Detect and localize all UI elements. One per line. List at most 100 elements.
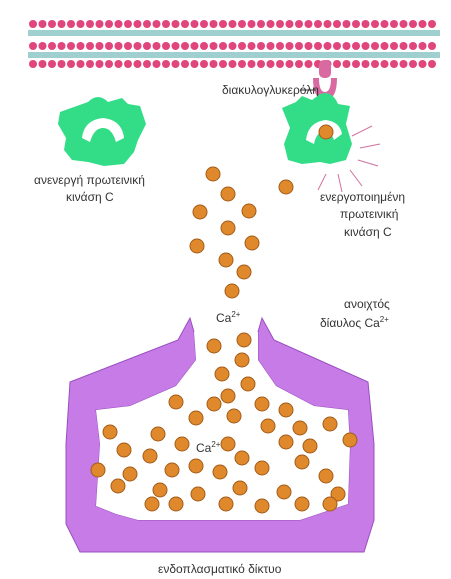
calcium-ion — [213, 465, 227, 479]
calcium-ion — [221, 389, 235, 403]
calcium-ion — [303, 439, 317, 453]
membrane-head — [267, 20, 275, 28]
membrane-head — [210, 20, 218, 28]
membrane-head — [67, 42, 75, 50]
calcium-ion — [117, 443, 131, 457]
membrane-head — [162, 60, 170, 68]
membrane-head — [400, 42, 408, 50]
calcium-ion — [255, 499, 269, 513]
active-pkc-label-line2: πρωτεινική — [340, 207, 398, 221]
calcium-ion — [91, 463, 105, 477]
membrane-head — [153, 60, 161, 68]
membrane-head — [124, 60, 132, 68]
membrane-head — [257, 20, 265, 28]
membrane-head — [219, 42, 227, 50]
membrane-head — [67, 20, 75, 28]
calcium-ion — [295, 455, 309, 469]
membrane-head — [276, 20, 284, 28]
membrane-head — [48, 20, 56, 28]
membrane-head — [324, 20, 332, 28]
membrane-head — [381, 60, 389, 68]
activation-ray — [318, 174, 326, 190]
membrane-head — [181, 20, 189, 28]
membrane-head — [200, 60, 208, 68]
membrane-head — [390, 20, 398, 28]
ca-ion-label-channel: Ca2+ — [216, 310, 241, 325]
calcium-ion — [175, 437, 189, 451]
membrane-head — [58, 20, 66, 28]
membrane-head — [409, 60, 417, 68]
membrane-head — [238, 42, 246, 50]
calcium-ion — [215, 367, 229, 381]
membrane-head — [400, 20, 408, 28]
membrane-head — [333, 42, 341, 50]
membrane-head — [257, 42, 265, 50]
membrane-head — [115, 60, 123, 68]
membrane-head — [362, 20, 370, 28]
membrane-head — [400, 60, 408, 68]
membrane-head — [115, 42, 123, 50]
calcium-ion — [169, 497, 183, 511]
calcium-ion — [279, 180, 293, 194]
membrane-head — [29, 42, 37, 50]
calcium-ion — [103, 425, 117, 439]
calcium-ion — [245, 236, 259, 250]
membrane-head — [371, 42, 379, 50]
calcium-ion — [279, 435, 293, 449]
membrane-head — [162, 42, 170, 50]
membrane-head — [248, 60, 256, 68]
membrane-head — [381, 20, 389, 28]
membrane-head — [419, 42, 427, 50]
membrane-tail-layer — [28, 30, 440, 36]
membrane-head — [162, 20, 170, 28]
membrane-head — [143, 60, 151, 68]
membrane-head — [305, 42, 313, 50]
calcium-ion — [235, 451, 249, 465]
activation-ray — [350, 170, 362, 186]
membrane-head — [48, 42, 56, 50]
membrane-head — [172, 42, 180, 50]
pkc-bound-calcium-ion — [319, 125, 333, 139]
calcium-ion — [279, 403, 293, 417]
membrane-head — [77, 60, 85, 68]
membrane-head — [39, 60, 47, 68]
membrane-head — [86, 42, 94, 50]
membrane-head — [305, 20, 313, 28]
calcium-ion — [206, 167, 220, 181]
inactive-pkc-label-line1: ανενεργή πρωτεινική — [34, 173, 145, 187]
membrane-head — [352, 42, 360, 50]
membrane-head — [181, 60, 189, 68]
cell-membrane — [28, 18, 440, 84]
membrane-head — [428, 60, 436, 68]
membrane-tail-layer — [28, 52, 440, 58]
membrane-head — [105, 60, 113, 68]
membrane-head — [134, 42, 142, 50]
membrane-head — [276, 60, 284, 68]
calcium-ion — [241, 377, 255, 391]
membrane-head — [428, 42, 436, 50]
membrane-head — [390, 60, 398, 68]
membrane-head — [86, 60, 94, 68]
membrane-head — [105, 20, 113, 28]
membrane-head — [200, 42, 208, 50]
activation-ray — [352, 126, 372, 136]
calcium-ion — [207, 397, 221, 411]
calcium-ion — [261, 419, 275, 433]
membrane-head — [124, 42, 132, 50]
calcium-ion — [237, 265, 251, 279]
membrane-head — [229, 20, 237, 28]
membrane-head — [333, 20, 341, 28]
calcium-ion — [219, 497, 233, 511]
membrane-head — [314, 20, 322, 28]
membrane-head — [191, 42, 199, 50]
membrane-head — [172, 60, 180, 68]
membrane-head — [58, 60, 66, 68]
membrane-head — [295, 42, 303, 50]
membrane-head — [267, 42, 275, 50]
membrane-head — [371, 20, 379, 28]
membrane-head — [419, 20, 427, 28]
membrane-head — [333, 60, 341, 68]
membrane-head — [419, 60, 427, 68]
membrane-head — [409, 42, 417, 50]
